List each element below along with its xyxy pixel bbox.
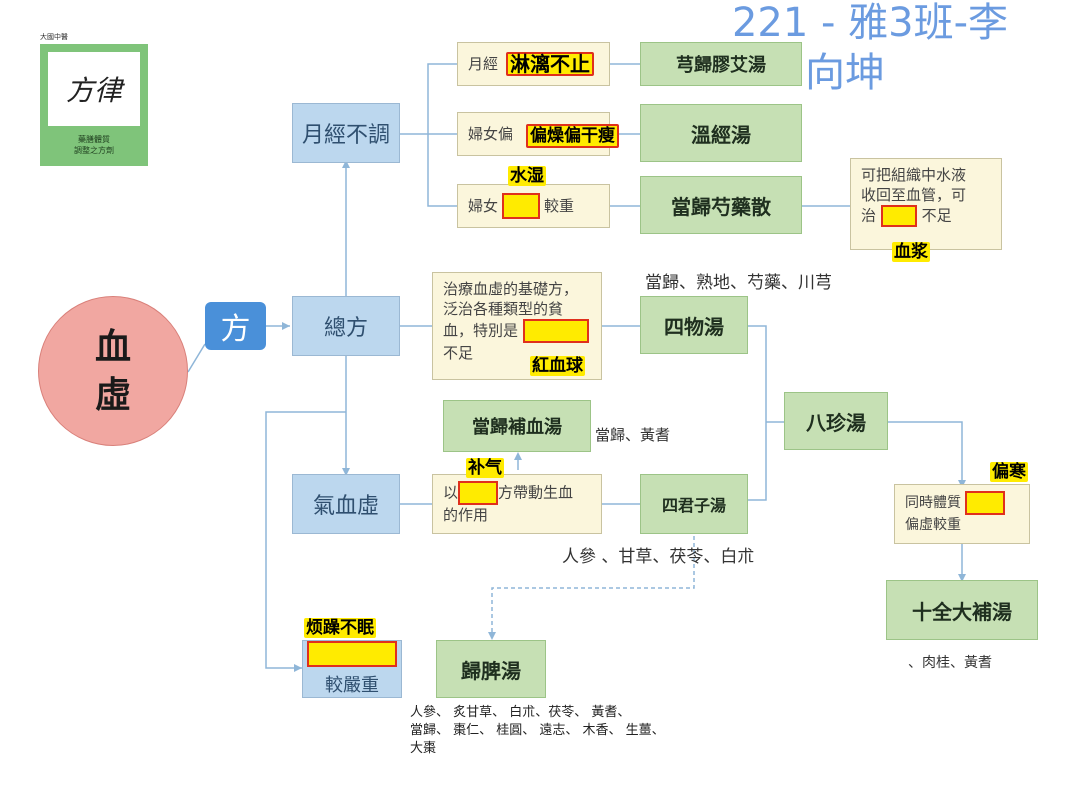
guipi-ingredients-line2: 當歸、 棗仁、 桂圓、 遠志、 木香、 生薑、 [410, 723, 665, 738]
menstrual-desc-3-suffix: 較重 [544, 197, 575, 215]
category-qi-blood-label: 氣血虛 [312, 494, 379, 519]
category-menstrual: 月經不調 [292, 103, 400, 163]
annotation-plasma: 血浆 [892, 242, 930, 262]
logo-calligraphy: 方律 [65, 74, 122, 107]
header-title-line2: 向坤 [805, 50, 885, 96]
category-general: 總方 [292, 296, 400, 356]
menstrual-desc-3-prefix: 婦女 [468, 197, 499, 215]
header-title: 221 - 雅3班-李 [660, 0, 1080, 46]
sijunzi-desc-prefix: 以 [443, 483, 459, 502]
logo: 大國中醫 方律 藥膳體質 調整之方劑 [40, 32, 150, 168]
shiquan-desc-line2: 偏虛較重 [905, 517, 961, 533]
formula-shiquan-dabu-label: 十全大補湯 [912, 599, 1012, 624]
danggui-note-line1: 可把組織中水液 [861, 166, 967, 184]
annotation-tonify-qi: 补气 [466, 458, 504, 478]
annotation-irritable-insomnia: 烦躁不眠 [304, 618, 376, 638]
prescription-tag-label: 方 [220, 312, 251, 347]
category-general-label: 總方 [323, 316, 368, 341]
guipi-ingredients: 人參、 炙甘草、 白朮、茯苓、 黃耆、 當歸、 棗仁、 桂圓、 遠志、 木香、 … [410, 704, 730, 758]
category-qi-blood: 氣血虛 [292, 474, 400, 534]
annotation-continuous-bleeding: 淋漓不止 [506, 52, 594, 76]
formula-wen-jing: 溫經湯 [640, 104, 802, 162]
formula-danggui-shaoyao-label: 當歸芍藥散 [671, 194, 771, 219]
sijunzi-desc-line2: 的作用 [443, 506, 489, 524]
siwu-desc-highlight [522, 319, 589, 343]
guipi-ingredients-line3: 大棗 [410, 741, 437, 756]
header-title-line1: 221 - 雅3班-李 [731, 0, 1009, 46]
formula-danggui-shaoyao: 當歸芍藥散 [640, 176, 802, 234]
danggui-note-line3: 治 不足 [861, 205, 991, 227]
siwu-desc-line1: 治療血虛的基礎方， [443, 280, 579, 298]
menstrual-desc-3-highlight [502, 193, 541, 219]
formula-sijunzi: 四君子湯 [640, 474, 748, 534]
formula-guipi-label: 歸脾湯 [461, 658, 521, 683]
formula-guipi: 歸脾湯 [436, 640, 546, 698]
sijunzi-desc-highlight [458, 481, 499, 505]
sijunzi-desc: 以 方帶動生血 的作用 [432, 474, 602, 534]
sijunzi-desc-line1: 以 方帶動生血 [443, 481, 591, 505]
formula-bazhen: 八珍湯 [784, 392, 888, 450]
menstrual-desc-2-prefix: 婦女偏 [468, 125, 514, 143]
danggui-buxue-ingredients: 當歸、黃耆 [595, 426, 671, 444]
danggui-note-line2: 收回至血管，可 [861, 186, 967, 204]
siwu-desc-line4: 不足 [443, 344, 474, 362]
annotation-cold-bias: 偏寒 [990, 462, 1028, 482]
formula-shiquan-dabu: 十全大補湯 [886, 580, 1038, 640]
siwu-desc-line2: 泛治各種類型的貧 [443, 300, 564, 318]
formula-danggui-buxue: 當歸補血湯 [443, 400, 591, 452]
formula-xiong-gui-jiao-ai: 芎歸膠艾湯 [640, 42, 802, 86]
siwu-desc-line3: 血，特別是 [443, 319, 591, 343]
annotation-red-blood-cell: 紅血球 [530, 356, 585, 376]
danggui-note-line3-prefix: 治 [861, 206, 877, 225]
menstrual-desc-3: 婦女 較重 [457, 184, 610, 228]
logo-caption-line2: 調整之方劑 [74, 146, 114, 155]
formula-danggui-buxue-label: 當歸補血湯 [472, 417, 562, 438]
shiquan-desc: 同時體質 偏虛較重 [894, 484, 1030, 544]
formula-xiong-gui-jiao-ai-label: 芎歸膠艾湯 [676, 55, 766, 76]
annotation-dry-thin: 偏燥偏干瘦 [526, 124, 619, 148]
category-severe: 較嚴重 [302, 640, 402, 698]
formula-wen-jing-label: 溫經湯 [691, 122, 751, 147]
shiquan-desc-highlight [965, 491, 1006, 515]
danggui-note: 可把組織中水液 收回至血管，可 治 不足 [850, 158, 1002, 250]
severe-highlight [307, 641, 397, 667]
shiquan-desc-line1: 同時體質 [905, 491, 1019, 515]
formula-siwu: 四物湯 [640, 296, 748, 354]
logo-panel: 方律 藥膳體質 調整之方劑 [40, 44, 148, 166]
category-menstrual-label: 月經不調 [301, 123, 390, 148]
annotation-dampness: 水湿 [508, 166, 546, 186]
logo-caption-line1: 藥膳體質 [78, 135, 110, 144]
shiquan-desc-line1-prefix: 同時體質 [905, 495, 961, 511]
menstrual-desc-1-prefix: 月經 [468, 55, 499, 73]
shiquan-ingredients: 、肉桂、黃耆 [908, 655, 992, 671]
root-node-blood-deficiency: 血 虛 [38, 296, 188, 446]
category-severe-label: 較嚴重 [325, 675, 379, 696]
prescription-tag: 方 [205, 302, 266, 350]
guipi-ingredients-line1: 人參、 炙甘草、 白朮、茯苓、 黃耆、 [410, 705, 631, 720]
sijunzi-desc-suffix: 方帶動生血 [498, 483, 574, 502]
danggui-note-line3-suffix: 不足 [921, 206, 952, 225]
logo-calligraphy-box: 方律 [48, 52, 140, 126]
root-label: 血 虛 [94, 326, 131, 416]
formula-sijunzi-label: 四君子湯 [661, 496, 726, 515]
siwu-desc-line3-text: 血，特別是 [443, 321, 519, 340]
siwu-ingredients: 當歸、熟地、芍藥、川芎 [645, 273, 832, 293]
formula-bazhen-label: 八珍湯 [806, 410, 866, 435]
logo-top-text: 大國中醫 [40, 33, 68, 41]
sijunzi-ingredients: 人參 、甘草、茯苓、白朮 [562, 547, 755, 567]
formula-siwu-label: 四物湯 [664, 314, 724, 339]
danggui-note-highlight [880, 205, 917, 227]
